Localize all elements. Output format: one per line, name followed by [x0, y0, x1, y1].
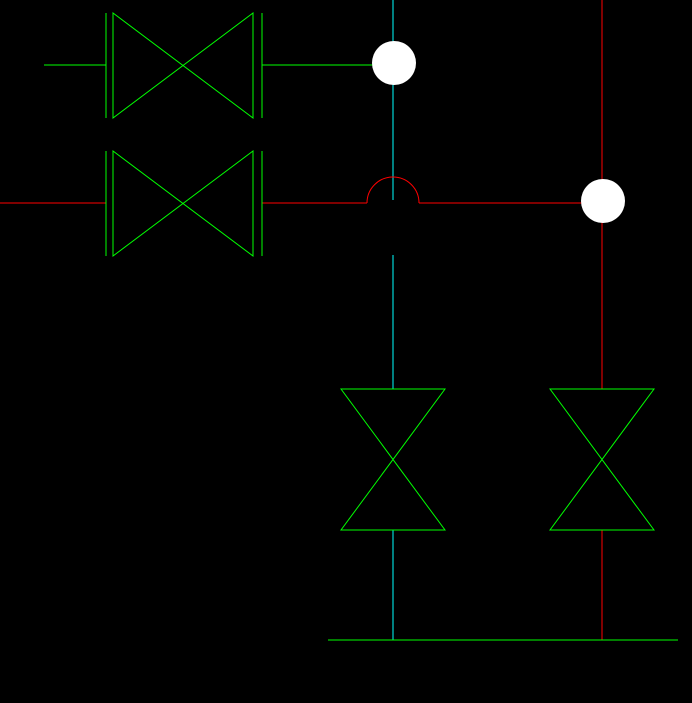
line-crossover-hop	[366, 176, 420, 204]
valve-top-left[interactable]	[105, 12, 263, 119]
valve-middle-left[interactable]	[105, 150, 263, 257]
valve-lower-right[interactable]	[549, 388, 655, 531]
valve-lower-left[interactable]	[340, 388, 446, 531]
junction-node-right[interactable]	[581, 179, 625, 223]
red-horizontal-line	[0, 176, 602, 204]
junction-node-top[interactable]	[372, 41, 416, 85]
